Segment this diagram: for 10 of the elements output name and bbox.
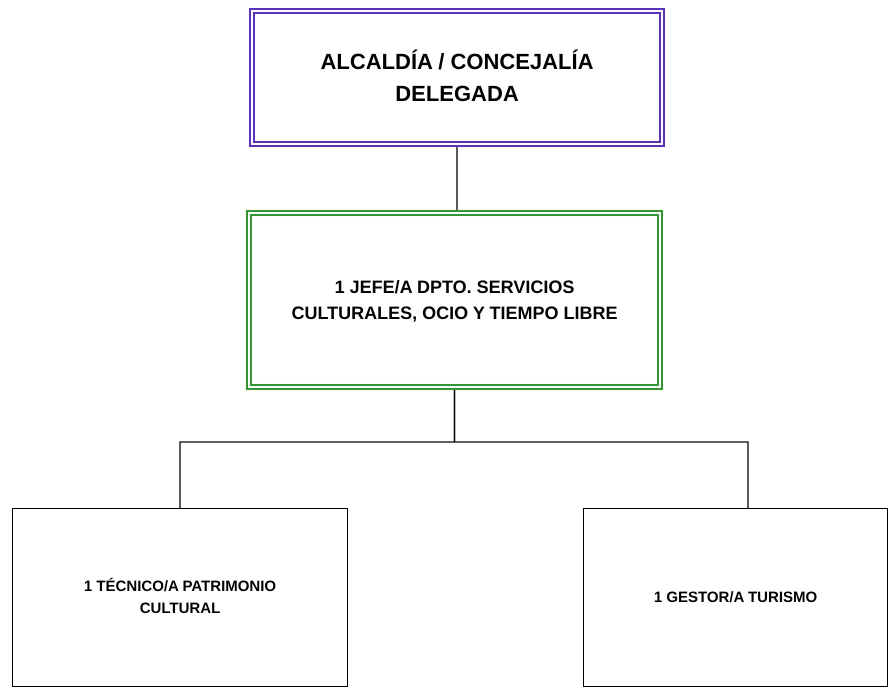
box-title: 1 JEFE/A DPTO. SERVICIOS CULTURALES, OCIO Y TIEMPO LIBRE bbox=[290, 276, 619, 325]
box-title: 1 TÉCNICO/A PATRIMONIO CULTURAL bbox=[82, 576, 278, 618]
connector-line bbox=[456, 147, 458, 210]
org-box bbox=[583, 508, 888, 687]
box-title: ALCALDÍA / CONCEJALÍA DELEGADA bbox=[320, 48, 594, 108]
org-box bbox=[12, 508, 348, 687]
org-box bbox=[249, 8, 665, 147]
org-box bbox=[246, 210, 663, 390]
connector-line bbox=[454, 390, 749, 508]
box-title: 1 GESTOR/A TURISMO bbox=[654, 588, 818, 608]
